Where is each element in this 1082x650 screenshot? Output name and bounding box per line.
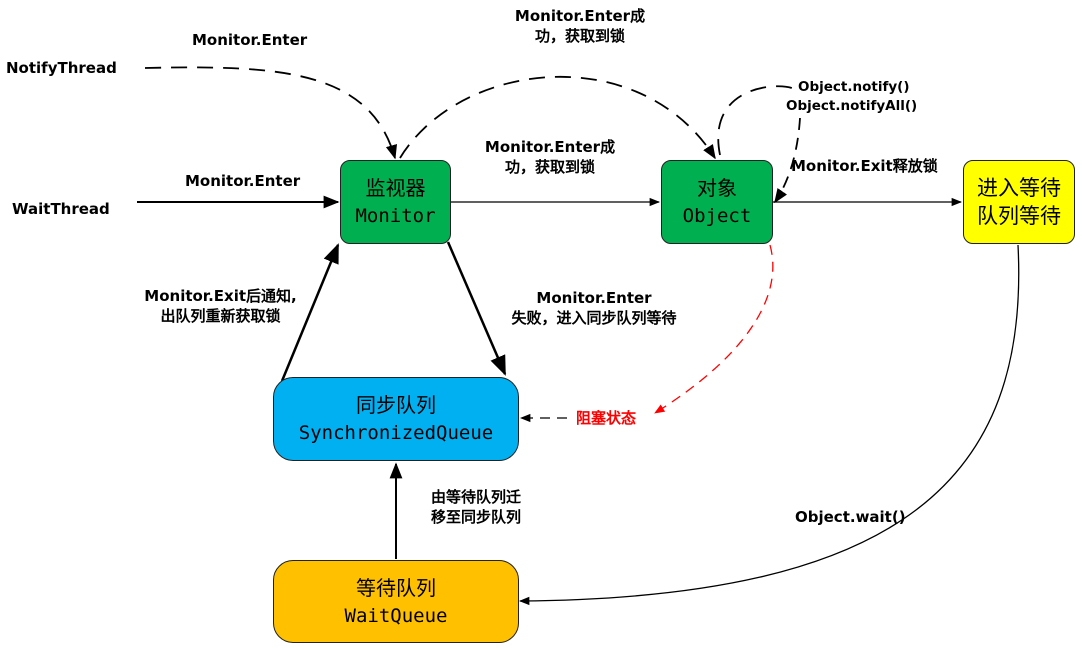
top-enter-success-line1: Monitor.Enter成 xyxy=(514,7,646,25)
exit-notify-line2: 出队列重新获取锁 xyxy=(160,307,281,325)
notify-thread-label: NotifyThread xyxy=(6,59,117,77)
edge-monitor-sync xyxy=(446,241,507,376)
sync-queue-subtitle: SynchronizedQueue xyxy=(298,422,494,444)
exit-notify-line1: Monitor.Exit后通知, xyxy=(144,287,297,305)
migrate-label: 由等待队列迁 移至同步队列 xyxy=(416,487,536,527)
notify-enter-label: Monitor.Enter xyxy=(192,31,308,49)
edge-enterwait-waitqueue xyxy=(518,244,1020,606)
edge-notify-acquire xyxy=(399,75,716,160)
object-wait-label: Object.wait() xyxy=(795,508,906,526)
wait-enter-label: Monitor.Enter xyxy=(185,172,301,190)
edge-sync-monitor xyxy=(280,243,340,382)
notify-call-line2: Object.notifyAll() xyxy=(786,98,918,114)
object-node: 对象 Object xyxy=(661,160,773,244)
edge-notify-enter xyxy=(144,66,397,160)
migrate-line2: 移至同步队列 xyxy=(430,508,521,526)
enter-fail-label: Monitor.Enter 失败，进入同步队列等待 xyxy=(494,288,694,328)
mid-enter-success-line1: Monitor.Enter成 xyxy=(484,138,616,156)
top-enter-success-line2: 功，获取到锁 xyxy=(534,27,625,45)
blocked-label: 阻塞状态 xyxy=(576,409,637,427)
edge-exit-release xyxy=(774,117,801,204)
top-enter-success-label: Monitor.Enter成 功，获取到锁 xyxy=(505,6,655,46)
object-title: 对象 xyxy=(697,176,737,200)
object-subtitle: Object xyxy=(682,205,752,227)
notify-call-line1: Object.notify() xyxy=(798,79,910,95)
monitor-node: 监视器 Monitor xyxy=(340,160,451,244)
migrate-line1: 由等待队列迁 xyxy=(430,488,521,506)
edge-blocked xyxy=(654,244,774,414)
enter-fail-line1: Monitor.Enter xyxy=(536,289,652,307)
monitor-subtitle: Monitor xyxy=(355,205,436,227)
monitor-title: 监视器 xyxy=(365,176,426,200)
mid-enter-success-label: Monitor.Enter成 功，获取到锁 xyxy=(475,137,625,177)
wait-thread-label: WaitThread xyxy=(12,200,110,218)
wait-queue-title: 等待队列 xyxy=(356,575,436,600)
enter-fail-line2: 失败，进入同步队列等待 xyxy=(511,309,677,327)
mid-enter-success-line2: 功，获取到锁 xyxy=(504,158,595,176)
sync-queue-node: 同步队列 SynchronizedQueue xyxy=(273,377,519,461)
edge-object-notify xyxy=(717,85,796,156)
enter-wait-line1: 进入等待 xyxy=(977,176,1061,200)
wait-queue-subtitle: WaitQueue xyxy=(344,604,448,627)
enter-wait-line2: 队列等待 xyxy=(977,204,1061,228)
wait-queue-node: 等待队列 WaitQueue xyxy=(273,560,519,643)
exit-notify-label: Monitor.Exit后通知, 出队列重新获取锁 xyxy=(133,286,308,326)
enter-wait-node: 进入等待 队列等待 xyxy=(963,160,1075,244)
exit-release-label: Monitor.Exit释放锁 xyxy=(791,157,938,175)
notify-calls-label: Object.notify() Object.notifyAll() xyxy=(786,78,917,116)
sync-queue-title: 同步队列 xyxy=(356,393,436,417)
